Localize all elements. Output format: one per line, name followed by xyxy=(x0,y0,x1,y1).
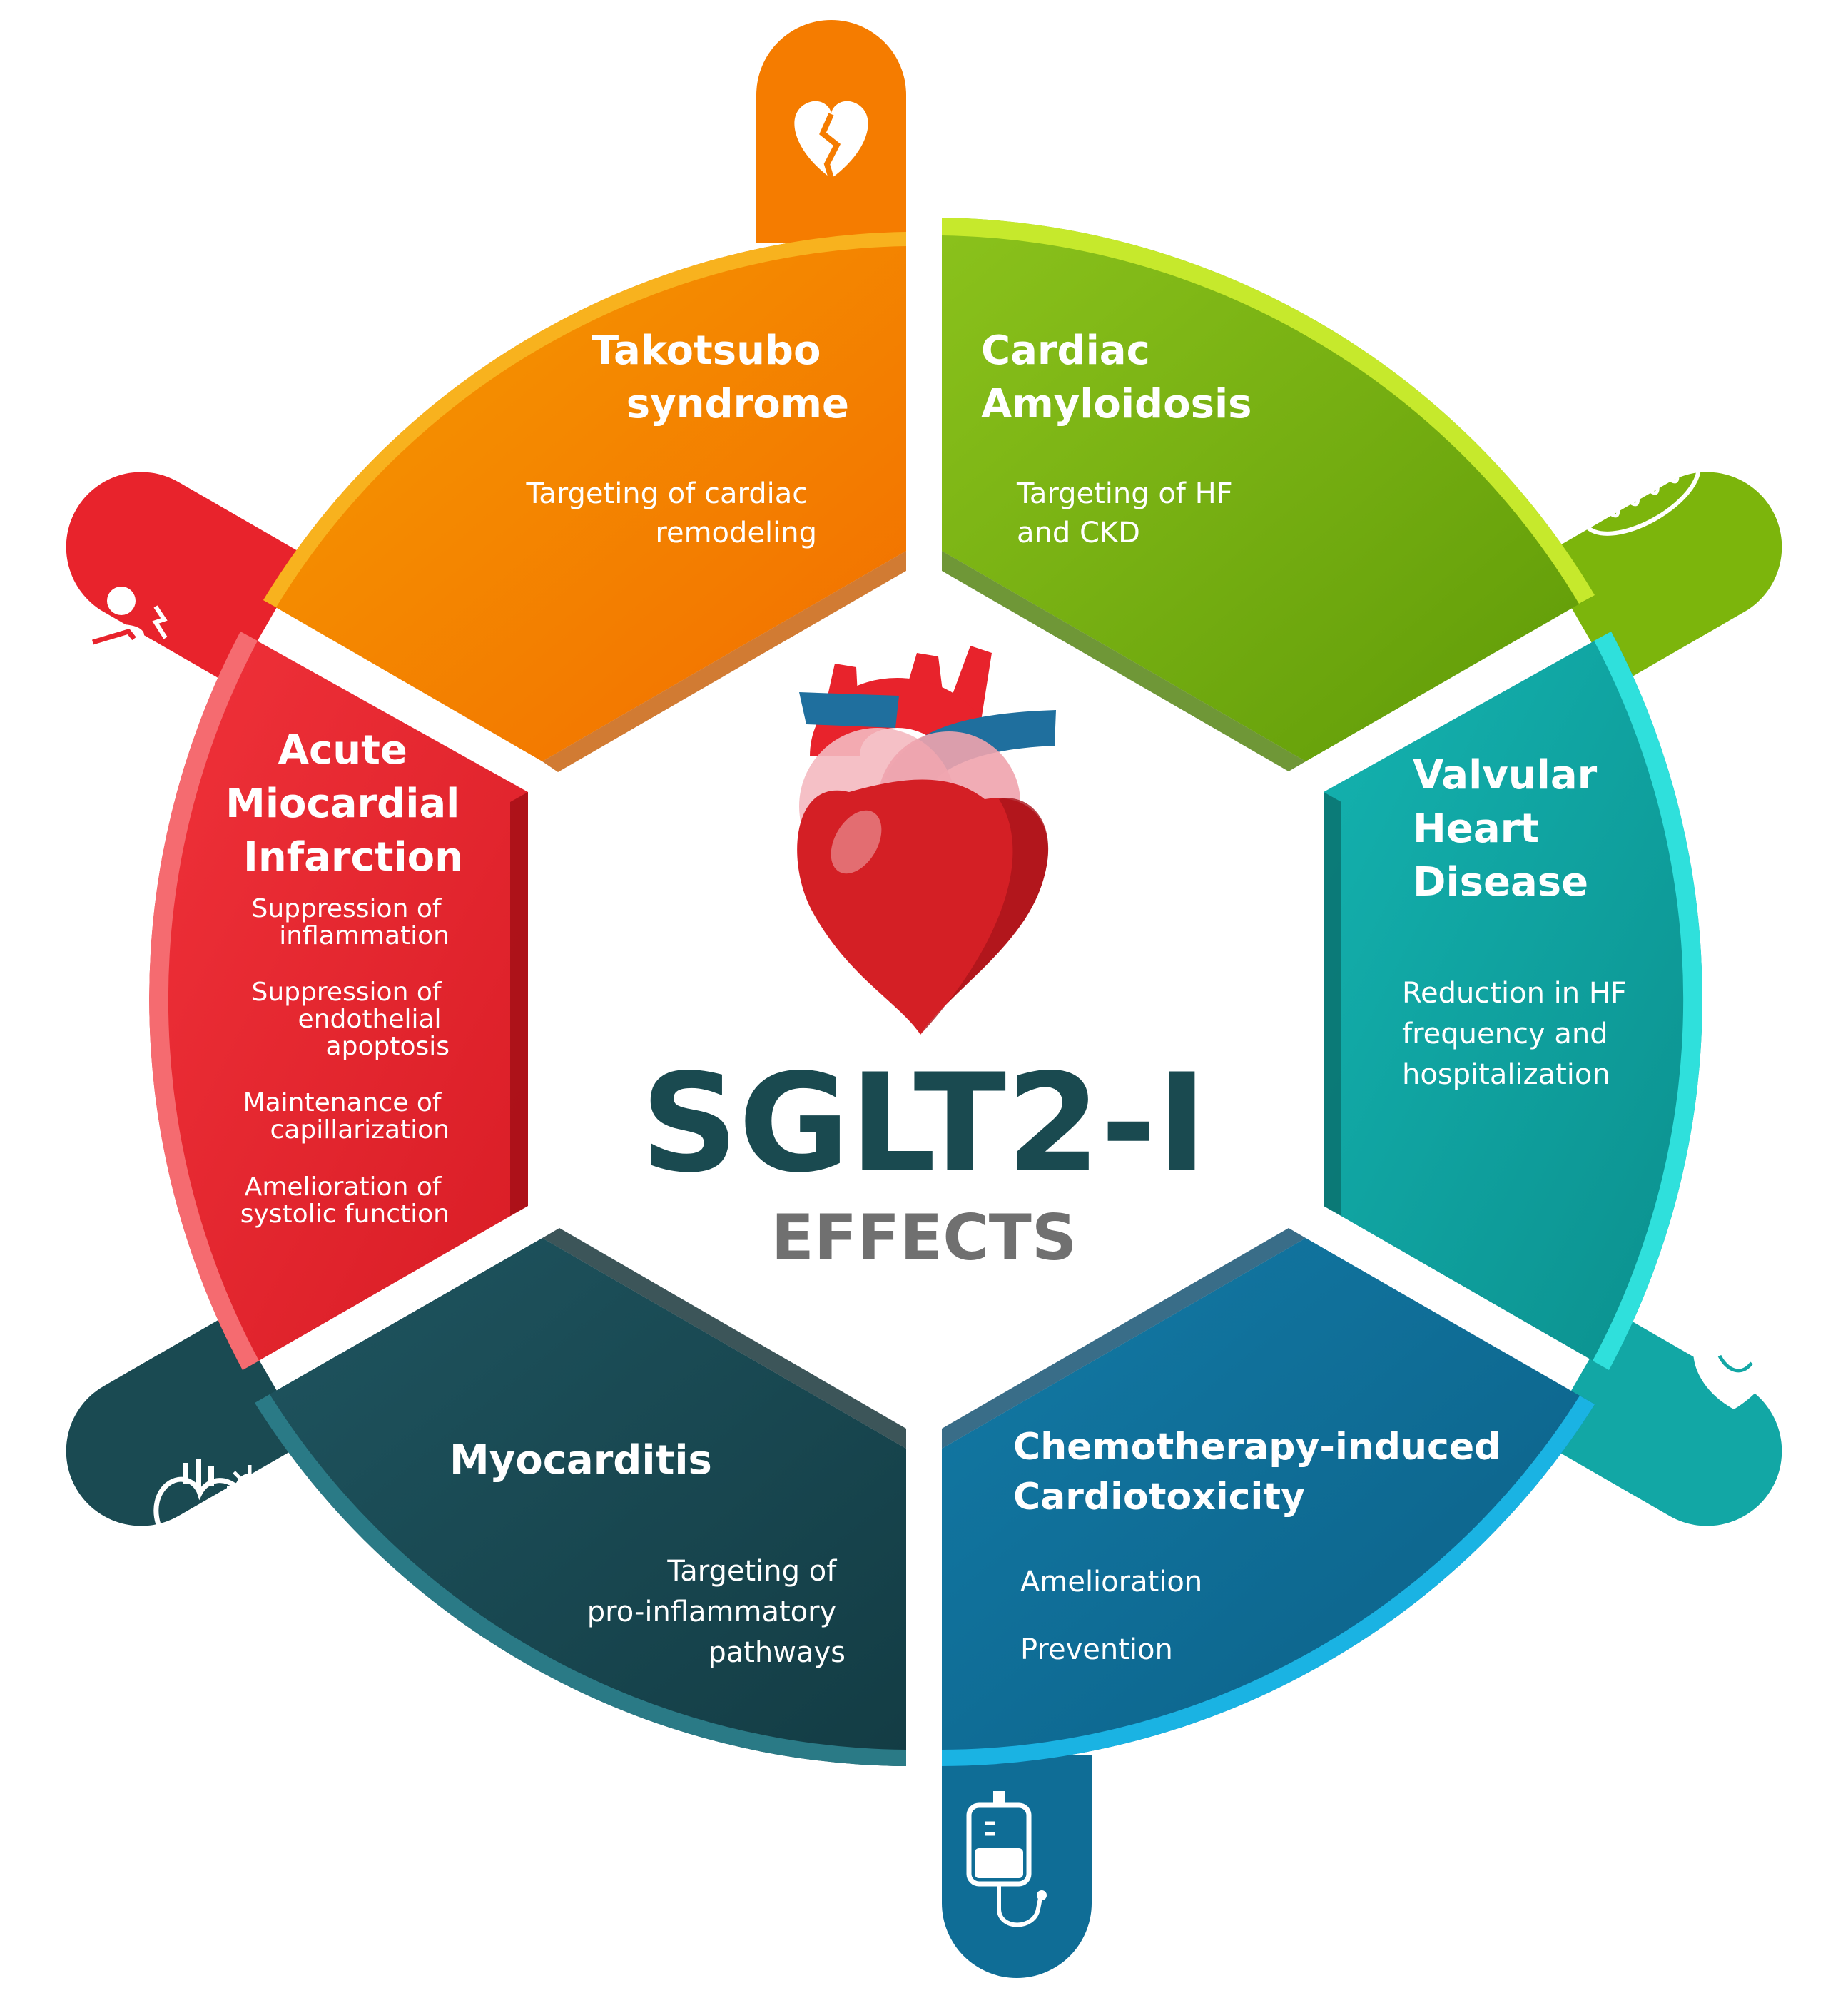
amyloidosis-title: Cardiac Amyloidosis xyxy=(981,328,1252,427)
ami-effect-line: systolic function xyxy=(240,1200,450,1229)
valvular-title-line: Valvular xyxy=(1413,752,1598,798)
valvular-title-line: Disease xyxy=(1413,859,1588,906)
anatomical-heart-illustration xyxy=(797,646,1056,1035)
chemo-segment xyxy=(942,1228,1595,1766)
amyloidosis-segment-shadow xyxy=(942,551,1306,771)
chemo-title-line: Chemotherapy-induced xyxy=(1013,1426,1501,1469)
ami-effect-apoptosis: Suppression of endothelial apoptosis xyxy=(252,978,450,1061)
heart-valve-icon xyxy=(1693,1300,1778,1409)
chemo-segment-shadow xyxy=(942,1228,1306,1449)
valvular-effect-line: frequency and xyxy=(1402,1018,1608,1050)
valvular-segment-body xyxy=(1324,632,1702,1370)
valvular-segment xyxy=(1324,632,1702,1370)
amyloidosis-effect-line: Targeting of HF xyxy=(1016,477,1233,510)
myocarditis-effect-line: pathways xyxy=(708,1636,846,1669)
amyloidosis-title-line: Cardiac xyxy=(981,328,1150,374)
myocarditis-segment-body xyxy=(255,1238,906,1766)
ami-effect-line: endothelial xyxy=(298,1005,442,1034)
ami-title-line: Infarction xyxy=(243,834,463,881)
valvular-effect: Reduction in HF frequency and hospitaliz… xyxy=(1402,977,1636,1091)
myocarditis-segment xyxy=(255,1228,906,1766)
ami-effect-line: Amelioration of xyxy=(245,1172,442,1202)
takotsubo-segment xyxy=(263,232,906,772)
inflamed-heart-icon xyxy=(153,1459,273,1573)
chemo-segment-body xyxy=(942,1238,1595,1766)
ami-segment-shadow xyxy=(510,792,528,1216)
chemo-title: Chemotherapy-induced Cardiotoxicity xyxy=(1013,1426,1513,1518)
ami-tab xyxy=(66,472,307,686)
iv-bag-icon xyxy=(966,1791,1047,1927)
center-title: SGLT2-I xyxy=(641,1045,1207,1202)
valvular-effect-line: Reduction in HF xyxy=(1402,977,1627,1010)
ami-effect-line: apoptosis xyxy=(326,1032,450,1061)
chemo-effect-prevention: Prevention xyxy=(1020,1633,1173,1666)
chemo-effect-amelioration: Amelioration xyxy=(1020,1566,1202,1598)
takotsubo-effect-line: remodeling xyxy=(655,517,817,549)
amyloidosis-tab xyxy=(1541,472,1782,686)
takotsubo-title-line: syndrome xyxy=(626,381,849,427)
chemo-title-line: Cardiotoxicity xyxy=(1013,1476,1305,1518)
takotsubo-title-line: Takotsubo xyxy=(592,328,821,374)
myocarditis-segment-shadow xyxy=(542,1228,906,1449)
center-subtitle: EFFECTS xyxy=(771,1201,1077,1274)
chest-pain-person-icon xyxy=(85,587,168,685)
ami-effect-line: Suppression of xyxy=(252,978,442,1007)
ami-effect-line: inflammation xyxy=(279,921,450,950)
ami-segment-rim xyxy=(149,632,259,1370)
myocarditis-effect-line: Targeting of xyxy=(666,1555,837,1588)
ami-segment xyxy=(149,632,528,1370)
broken-heart-icon xyxy=(794,101,868,180)
amyloidosis-title-line: Amyloidosis xyxy=(981,381,1252,427)
myocarditis-title: Myocarditis xyxy=(450,1437,712,1484)
myocarditis-effect: Targeting of pro-inflammatory pathways xyxy=(587,1555,846,1669)
ami-effect-line: Maintenance of xyxy=(243,1088,442,1117)
amyloidosis-segment xyxy=(942,218,1595,771)
amyloidosis-effect: Targeting of HF and CKD xyxy=(1016,477,1242,549)
ami-title: Acute Miocardial Infarction xyxy=(225,727,474,881)
takotsubo-segment-shadow xyxy=(542,551,906,772)
ami-title-line: Acute xyxy=(278,727,407,774)
valvular-segment-rim xyxy=(1593,632,1702,1370)
valvular-effect-line: hospitalization xyxy=(1402,1058,1610,1091)
takotsubo-segment-body xyxy=(263,232,906,761)
ami-effect-line: Suppression of xyxy=(252,894,442,923)
valvular-title-line: Heart xyxy=(1413,806,1539,852)
amyloidosis-effect-line: and CKD xyxy=(1017,517,1140,549)
ami-effect-line: capillarization xyxy=(270,1115,450,1145)
myocarditis-effect-line: pro-inflammatory xyxy=(587,1596,837,1628)
ami-title-line: Miocardial xyxy=(225,781,460,827)
chemo-segment-rim xyxy=(942,1396,1595,1766)
takotsubo-effect-line: Targeting of cardiac xyxy=(525,477,808,510)
takotsubo-title: Takotsubo syndrome xyxy=(592,328,849,427)
takotsubo-effect: Targeting of cardiac remodeling xyxy=(525,477,817,549)
ami-effect-inflammation: Suppression of inflammation xyxy=(252,894,450,950)
ami-effect-systolic: Amelioration of systolic function xyxy=(240,1172,450,1229)
myocarditis-segment-rim xyxy=(255,1394,906,1766)
amyloidosis-segment-body xyxy=(942,218,1595,761)
valvular-segment-shadow xyxy=(1324,792,1341,1216)
ami-segment-body xyxy=(149,632,528,1370)
ami-effect-capillarization: Maintenance of capillarization xyxy=(243,1088,450,1145)
valvular-title: Valvular Heart Disease xyxy=(1413,752,1611,906)
amyloid-fibril-icon xyxy=(1581,447,1701,536)
